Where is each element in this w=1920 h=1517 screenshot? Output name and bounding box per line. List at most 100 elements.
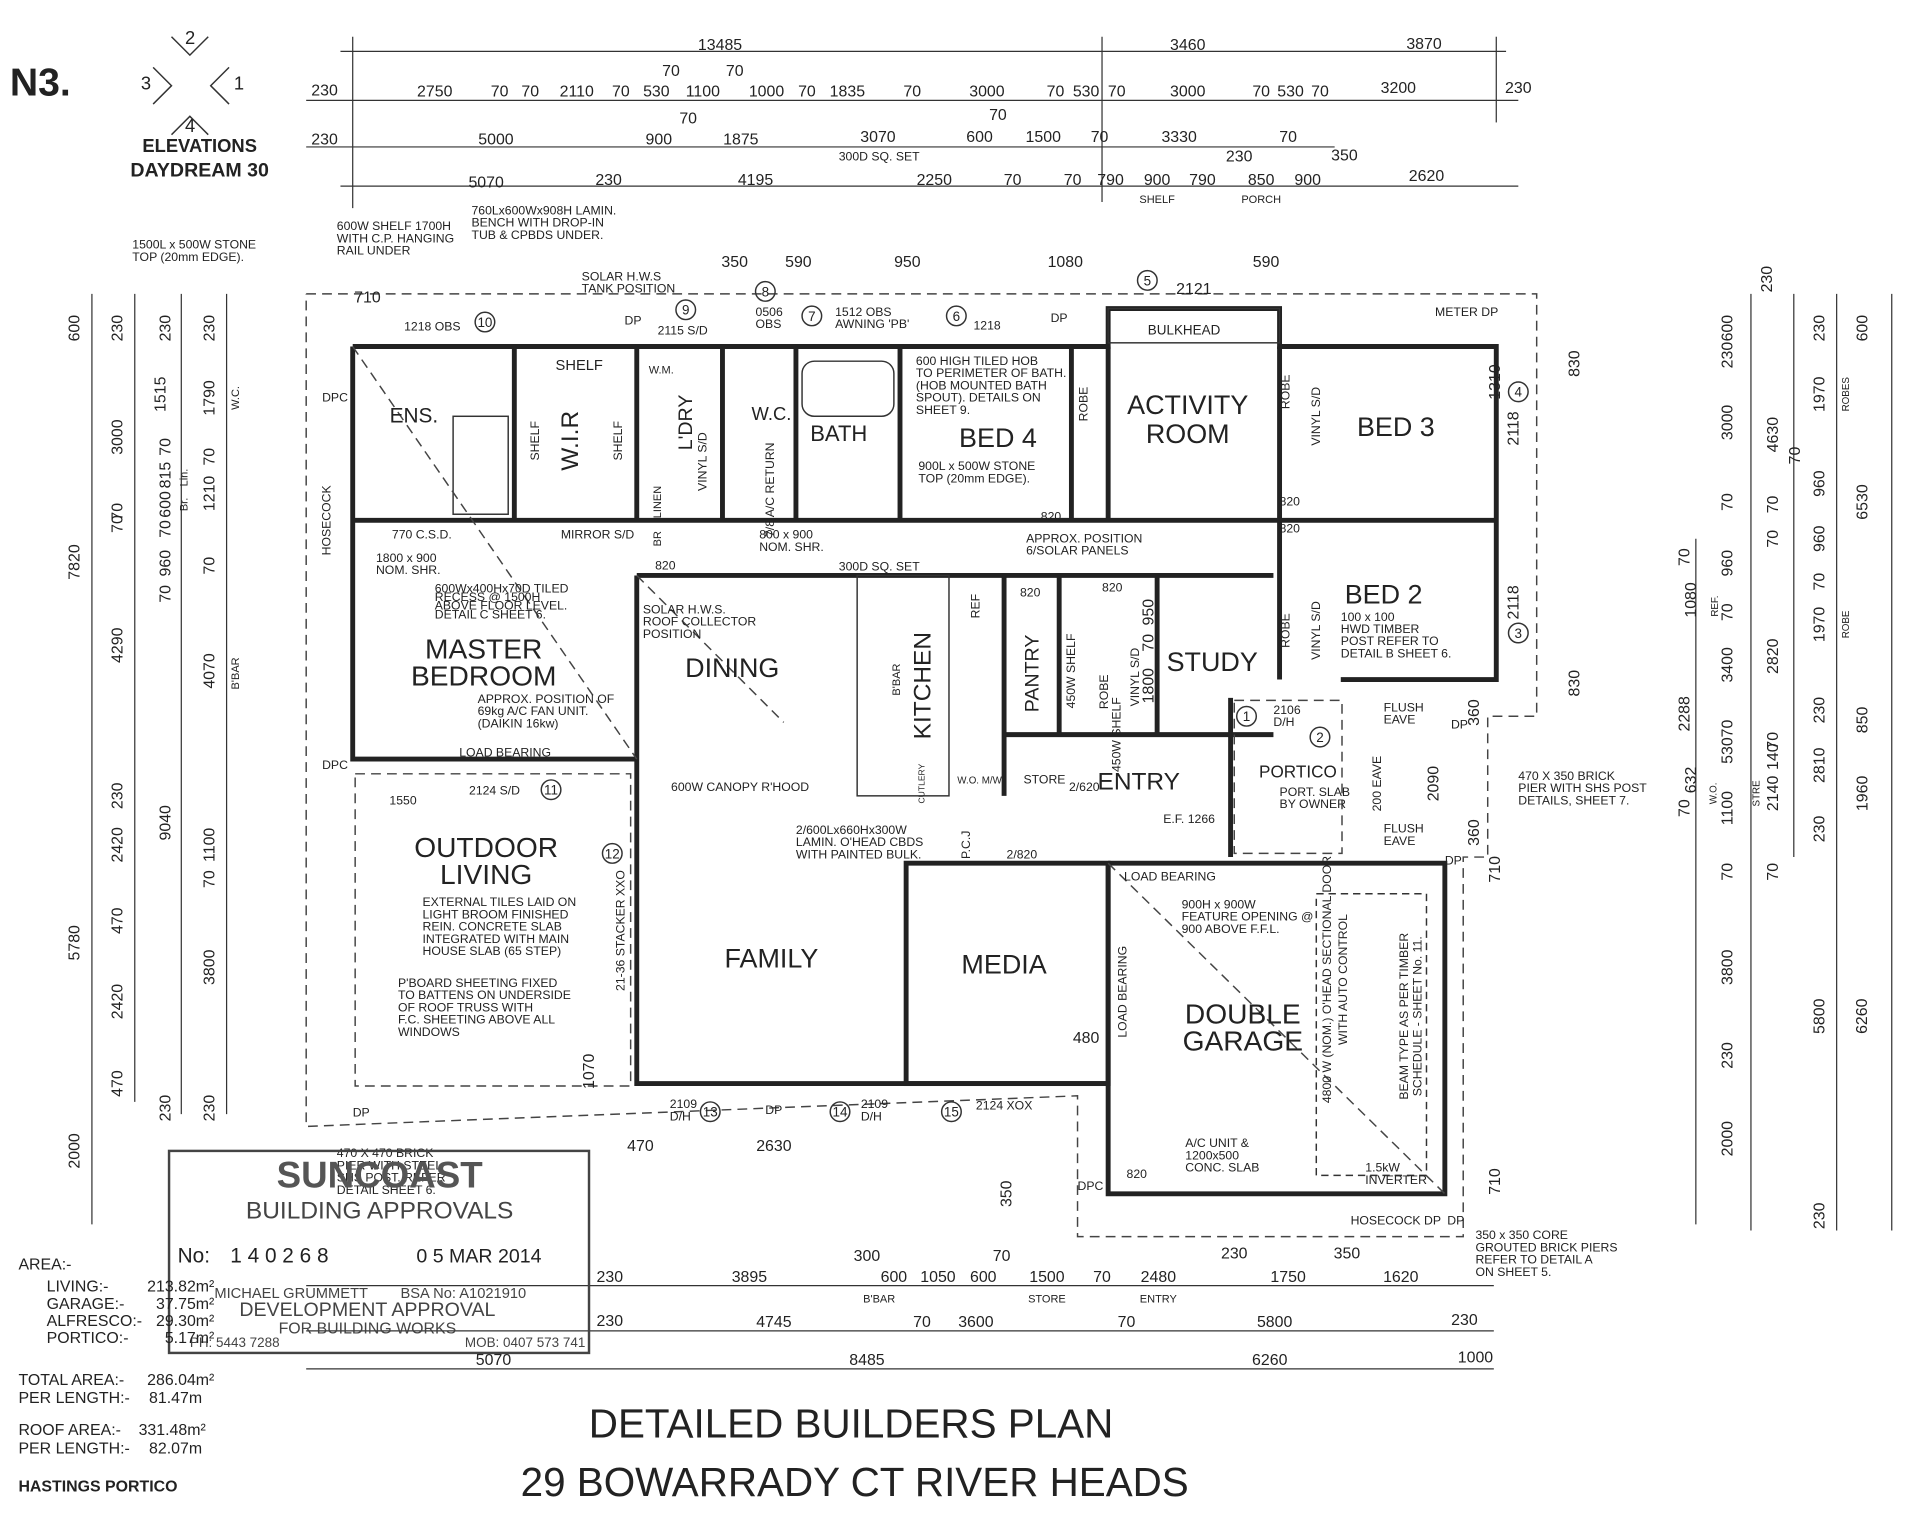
annotation-note: DPC bbox=[1078, 1179, 1104, 1193]
dimension-text: PORCH bbox=[1241, 194, 1281, 206]
dimension-text: 230 bbox=[1505, 80, 1532, 97]
dimension-text: 900 bbox=[1144, 172, 1171, 189]
stamp-date: 0 5 MAR 2014 bbox=[416, 1245, 541, 1267]
dimension-text: 70 bbox=[1765, 863, 1782, 881]
dimension-text: 6260 bbox=[1854, 998, 1871, 1034]
elevation-marker-4: 4 bbox=[185, 115, 195, 136]
vertical-annotation: 7/8 A/C RETURN bbox=[763, 442, 777, 537]
dimension-text: 600 bbox=[1720, 315, 1737, 342]
dimension-text: 70 bbox=[1279, 129, 1297, 146]
window-marker-number: 15 bbox=[944, 1105, 959, 1120]
vertical-annotation: VINYL S/D bbox=[696, 432, 710, 491]
vertical-annotation: 21-36 STACKER XXO bbox=[614, 870, 628, 991]
room-label: DINING bbox=[685, 653, 779, 683]
dimension-text: 5800 bbox=[1257, 1314, 1293, 1331]
annotation-note: 300D SQ. SET bbox=[839, 560, 920, 574]
dimension-text: 2140 bbox=[1765, 776, 1782, 812]
room-label: OUTDOOR bbox=[414, 832, 558, 863]
room-label: MEDIA bbox=[961, 949, 1046, 979]
dimension-text: ROBES bbox=[1841, 377, 1852, 412]
window-marker-circle bbox=[754, 280, 776, 302]
dimension-text: 70 bbox=[1677, 548, 1694, 566]
dimension-text: 2810 bbox=[1811, 747, 1828, 783]
per-length-value: 81.47m bbox=[149, 1390, 202, 1407]
dimension-text: 230 bbox=[1759, 266, 1776, 293]
annotation-note: LOAD BEARING bbox=[1124, 869, 1216, 883]
annotation-note: METER DP bbox=[1435, 305, 1498, 319]
area-label-living: LIVING:- bbox=[47, 1279, 109, 1296]
annotation-note: HOSECOCK DP bbox=[1351, 1213, 1441, 1227]
dimension-text: 1000 bbox=[749, 84, 785, 101]
dimension-text: 70 bbox=[993, 1248, 1011, 1265]
dimension-text: 230 bbox=[311, 83, 338, 100]
dimension-text: 1100 bbox=[1720, 791, 1737, 825]
elevation-marker-1: 1 bbox=[234, 72, 244, 93]
annotation-note: DP bbox=[1445, 853, 1462, 867]
annotation-note: DP bbox=[765, 1103, 782, 1117]
dimension-text: 230 bbox=[157, 1095, 174, 1122]
window-marker-number: 6 bbox=[953, 309, 960, 324]
dimension-text: 2110 bbox=[560, 84, 594, 101]
dimension-text: 5780 bbox=[67, 925, 84, 961]
annotation-note: 820 bbox=[1102, 580, 1123, 594]
annotation-note: MIRROR S/D bbox=[561, 528, 635, 542]
dimension-text: 1100 bbox=[201, 828, 218, 862]
dimension-text: STORE bbox=[1028, 1294, 1066, 1306]
dimension-text: 1790 bbox=[201, 380, 218, 416]
dimension-text: 960 bbox=[157, 550, 174, 577]
room-label: ROOM bbox=[1146, 419, 1230, 449]
dimension-text: 230 bbox=[110, 315, 127, 342]
annotation-note: E.F. 1266 bbox=[1163, 812, 1215, 826]
dimension-text: 70 bbox=[798, 84, 816, 101]
dimension-text: 230 bbox=[1720, 342, 1737, 369]
dimension-text: 70 bbox=[1765, 530, 1782, 548]
annotation-note: 1218 bbox=[973, 318, 1000, 332]
dimension-text: 3400 bbox=[1720, 647, 1737, 683]
dimension-text: 230 bbox=[110, 782, 127, 809]
dimension-text: 4745 bbox=[756, 1314, 792, 1331]
room-label: ENTRY bbox=[1098, 769, 1181, 796]
dimension-text: 530 bbox=[1277, 84, 1304, 101]
room-label: FAMILY bbox=[725, 943, 819, 973]
dimension-text: 1310 bbox=[1487, 364, 1504, 400]
dimension-text: 710 bbox=[1487, 1168, 1504, 1195]
dimension-text: 230 bbox=[1221, 1246, 1248, 1263]
dimension-text: 850 bbox=[1854, 707, 1871, 734]
room-label: PANTRY bbox=[1021, 635, 1043, 713]
room-label: KITCHEN bbox=[910, 632, 937, 739]
annotation-note: 820 bbox=[1280, 495, 1301, 509]
room-label: ROBE bbox=[1076, 387, 1090, 422]
dimension-text: 1875 bbox=[723, 131, 759, 148]
window-marker-number: 10 bbox=[477, 315, 492, 330]
stamp-no-label: No: bbox=[178, 1244, 210, 1267]
dimension-text: 70 bbox=[1108, 84, 1126, 101]
dimension-text: 230 bbox=[1451, 1312, 1478, 1329]
dimension-text: 2630 bbox=[756, 1138, 792, 1155]
dimension-text: 1500 bbox=[1029, 1269, 1065, 1286]
dimension-text: 230 bbox=[1811, 697, 1828, 724]
dimension-text: 960 bbox=[1720, 550, 1737, 577]
dimension-text: 4630 bbox=[1765, 417, 1782, 453]
dimension-text: 70 bbox=[110, 515, 127, 533]
dimension-text: B'BAR bbox=[863, 1294, 895, 1306]
area-value-portico: 5.17m² bbox=[165, 1330, 215, 1347]
dimension-text: 600 bbox=[970, 1269, 997, 1286]
roof-per-length-label: PER LENGTH:- bbox=[18, 1440, 129, 1457]
bath-tub bbox=[801, 360, 895, 418]
dimension-text: Lin. bbox=[178, 469, 190, 487]
dimension-text: W.C. bbox=[230, 386, 242, 410]
annotation-note: 1550 bbox=[389, 793, 416, 807]
dimension-text: 1750 bbox=[1270, 1269, 1306, 1286]
window-marker-number: 8 bbox=[762, 284, 769, 299]
dimension-text: 5070 bbox=[476, 1352, 512, 1369]
room-label: MASTER bbox=[425, 634, 542, 665]
dimension-text: 5070 bbox=[468, 174, 504, 191]
window-marker-circle bbox=[1136, 269, 1158, 291]
dimension-text: SHELF bbox=[1139, 194, 1175, 206]
